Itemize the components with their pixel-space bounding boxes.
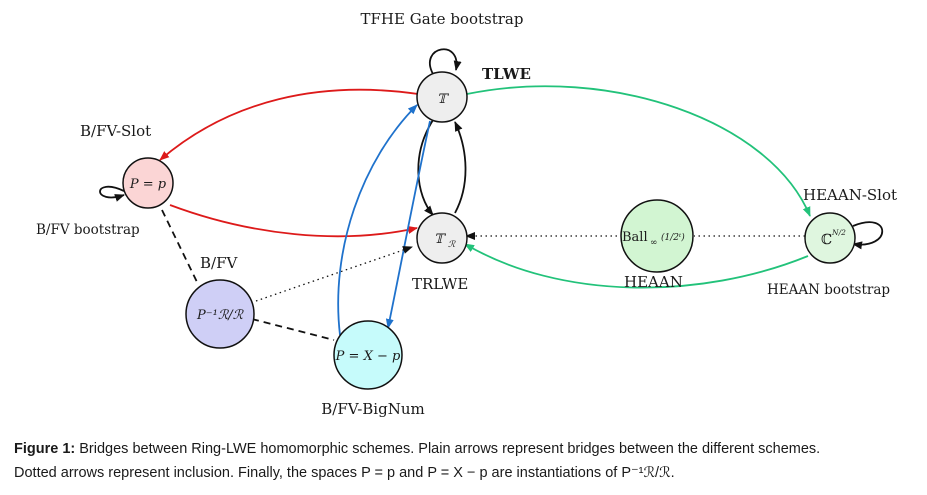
heaan-node-subscript: ∞: [650, 238, 658, 248]
bfv-slot-to-bfv-dashed-line: [161, 209, 198, 283]
heaan-node-fraction: (1/2ᵗ): [661, 232, 685, 243]
heaan-slot-to-trlwe-arrow: [464, 243, 809, 289]
bfv-slot-node-text: P = p: [129, 177, 167, 192]
trlwe-node-symbol: 𝕋: [434, 232, 446, 247]
bfv-node: P⁻¹ℛ/ℛ: [185, 279, 255, 349]
tlwe-to-bfv-slot-arrow: [159, 88, 419, 161]
caption-figure-label: Figure 1:: [14, 441, 76, 457]
bfv-to-bfv-bignum-dashed-line: [251, 318, 335, 341]
caption-line-1: Figure 1: Bridges between Ring-LWE homom…: [14, 437, 914, 461]
tfhe-gate-bootstrap-label: TFHE Gate bootstrap: [361, 10, 524, 28]
bfv-bignum-node: P = X − p: [333, 320, 403, 390]
heaan-slot-node-superscript: N/2: [831, 228, 846, 237]
bfv-bignum-to-tlwe-arrow: [337, 104, 418, 336]
bfv-slot-to-trlwe-arrow: [169, 204, 418, 238]
heaan-slot-node-symbol: ℂ: [821, 232, 832, 248]
bfv-bootstrap-label: B/FV bootstrap: [36, 222, 140, 238]
heaan-bootstrap-label: HEAAN bootstrap: [767, 282, 890, 298]
heaan-node-text: Ball: [622, 230, 648, 245]
trlwe-to-tlwe-arrow: [454, 121, 467, 214]
tlwe-to-heaan-slot-arrow: [466, 85, 811, 217]
heaan-slot-node: ℂ N/2: [804, 212, 856, 264]
scheme-bridge-diagram: 𝕋 𝕋 ℛ P = p P⁻¹ℛ/ℛ P = X − p Ball ∞ (1/2…: [36, 10, 897, 418]
caption-line-2: Dotted arrows represent inclusion. Final…: [14, 465, 675, 481]
bfv-slot-self-loop: [99, 185, 125, 202]
tlwe-self-loop: [429, 48, 462, 75]
bfv-node-text: P⁻¹ℛ/ℛ: [196, 308, 245, 323]
heaan-label: HEAAN: [624, 273, 683, 291]
bfv-label: B/FV: [200, 254, 238, 272]
heaan-slot-self-loop: [852, 221, 884, 250]
bfv-slot-node: P = p: [122, 157, 174, 209]
figure-caption: Figure 1: Bridges between Ring-LWE homom…: [14, 437, 914, 485]
tlwe-node-symbol: 𝕋: [437, 92, 449, 107]
bfv-bignum-label: B/FV-BigNum: [321, 400, 424, 418]
trlwe-node: 𝕋 ℛ: [416, 212, 468, 264]
heaan-node: Ball ∞ (1/2ᵗ): [620, 199, 694, 273]
caption-line-1-text: Bridges between Ring-LWE homomorphic sch…: [75, 441, 821, 457]
bfv-slot-label: B/FV-Slot: [80, 122, 151, 140]
trlwe-label: TRLWE: [412, 275, 468, 293]
tlwe-to-bfv-bignum-arrow: [385, 120, 431, 329]
bfv-bignum-node-text: P = X − p: [335, 349, 401, 364]
tlwe-label: TLWE: [482, 65, 531, 83]
bfv-to-trlwe-dotted-arrow: [255, 246, 413, 302]
heaan-slot-label: HEAAN-Slot: [803, 186, 897, 204]
tlwe-node: 𝕋: [416, 71, 468, 123]
trlwe-node-subscript: ℛ: [448, 240, 456, 250]
